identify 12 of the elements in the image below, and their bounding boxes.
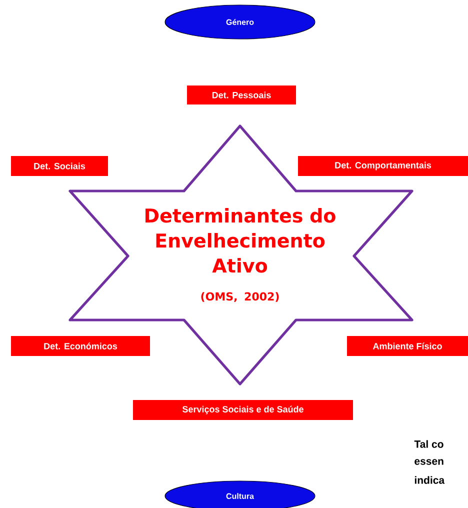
ellipse-label: Género (164, 4, 316, 40)
ellipse-label: Cultura (164, 480, 316, 508)
label-box: Det. Comportamentais (298, 156, 468, 176)
body-text: Tal co (414, 440, 444, 448)
body-text: essen (414, 459, 444, 465)
label-box: Det. Económicos (11, 336, 150, 356)
label-box: Ambiente Físico (347, 336, 468, 356)
label-box: Det. Pessoais (187, 86, 296, 104)
label-box: Serviços Sociais e de Saúde (133, 400, 353, 420)
body-text: indica (414, 476, 445, 484)
star-title: Determinantes do Envelhecimento Ativo (OMS, 2002) (146, 208, 336, 302)
label-box: Det. Sociais (11, 156, 108, 176)
